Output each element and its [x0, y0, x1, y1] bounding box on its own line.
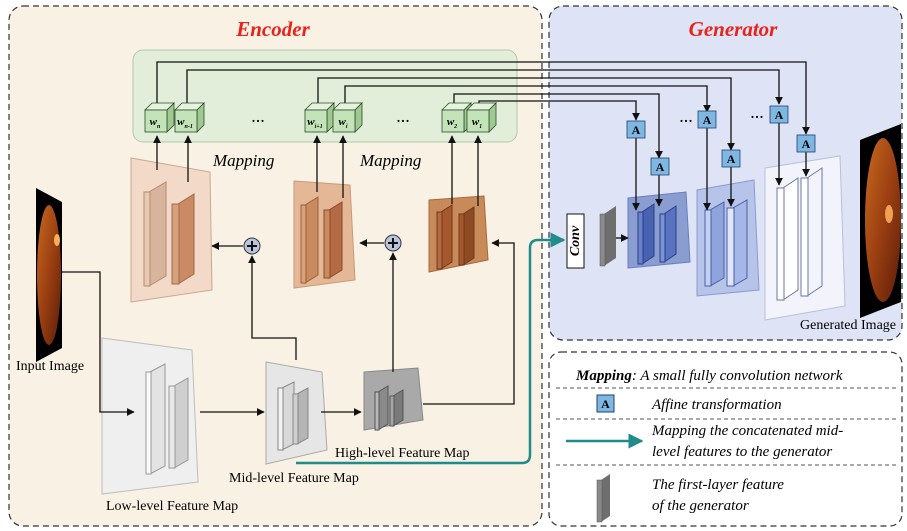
- w-label: wi+1: [307, 116, 322, 130]
- legend-panel: [548, 351, 903, 527]
- teal-mapping-arrow: [296, 232, 566, 465]
- svg-text:A: A: [802, 137, 811, 151]
- w-vector: wn-1: [174, 102, 205, 133]
- mid-level-label: Mid-level Feature Map: [229, 471, 359, 486]
- svg-text:Conv: Conv: [568, 225, 583, 256]
- affine-A-box: A: [697, 110, 717, 129]
- svg-text:A: A: [656, 160, 665, 174]
- svg-text:A: A: [632, 123, 641, 137]
- w-vector: wi+1: [304, 102, 335, 133]
- legend-affine-icon: [596, 394, 615, 413]
- legend-affine-text: Affine transformation: [651, 397, 782, 413]
- legend-feature-text-2: of the generator: [652, 498, 749, 514]
- svg-text:A: A: [703, 113, 712, 127]
- w-vector: wn: [144, 102, 175, 133]
- input-image-label: Input Image: [16, 359, 84, 374]
- mapping-region: [132, 49, 518, 143]
- generator-title: Generator: [689, 17, 778, 41]
- latent-w-vectors: wn wn-1 wi+1 wi w2 w1: [144, 102, 497, 133]
- add-node-1: [243, 237, 261, 255]
- generator-ellipsis-2: ...: [750, 102, 764, 122]
- affine-A-box: A: [769, 105, 789, 124]
- legend-arrow-text-1: Mapping the concatenated mid-: [651, 423, 843, 439]
- affine-to-layer-arrows: [616, 123, 810, 242]
- low-level-label: Low-level Feature Map: [106, 499, 238, 514]
- legend-feature-icon: [596, 474, 610, 523]
- input-image: [36, 188, 62, 362]
- ellipsis-left: ...: [251, 106, 265, 126]
- high-level-label: High-level Feature Map: [335, 446, 470, 461]
- mapping-label-right: Mapping: [359, 151, 421, 170]
- w-to-affine-connectors: [156, 61, 810, 159]
- w-vector: wi: [332, 102, 363, 133]
- svg-text:A: A: [775, 108, 784, 122]
- w-label: w2: [447, 116, 457, 130]
- generated-image: [860, 124, 901, 318]
- affine-A-box: A: [650, 157, 670, 176]
- w-vector: w1: [466, 102, 497, 133]
- affine-A-box: A: [721, 149, 741, 168]
- legend-feature-text-1: The first-layer feature: [652, 477, 784, 493]
- conv-box: Conv: [566, 213, 585, 269]
- generator-first-feature: [599, 206, 616, 267]
- add-node-2: [384, 234, 402, 252]
- legend-mapping: Mapping: A small fully convolution netwo…: [575, 368, 843, 384]
- affine-boxes: A A A A A A: [626, 105, 816, 176]
- ellipsis-right: ...: [396, 106, 410, 126]
- affine-A-box: A: [626, 120, 646, 139]
- legend-arrow-text-2: level features to the generator: [652, 444, 832, 460]
- w-label: wi: [338, 116, 347, 130]
- svg-text:A: A: [727, 152, 736, 166]
- legend-affine-icon-label: A: [601, 397, 610, 411]
- generator-ellipsis-1: ...: [679, 106, 693, 126]
- mapping-label-left: Mapping: [212, 151, 274, 170]
- generated-image-label: Generated Image: [800, 318, 896, 333]
- affine-A-box: A: [796, 134, 816, 153]
- w-vector: w2: [441, 102, 472, 133]
- encoder-arrows: [62, 135, 515, 416]
- w-label: w1: [472, 116, 482, 130]
- encoder-title: Encoder: [235, 17, 310, 41]
- w-label: wn: [150, 116, 161, 130]
- w-label: wn-1: [177, 116, 193, 130]
